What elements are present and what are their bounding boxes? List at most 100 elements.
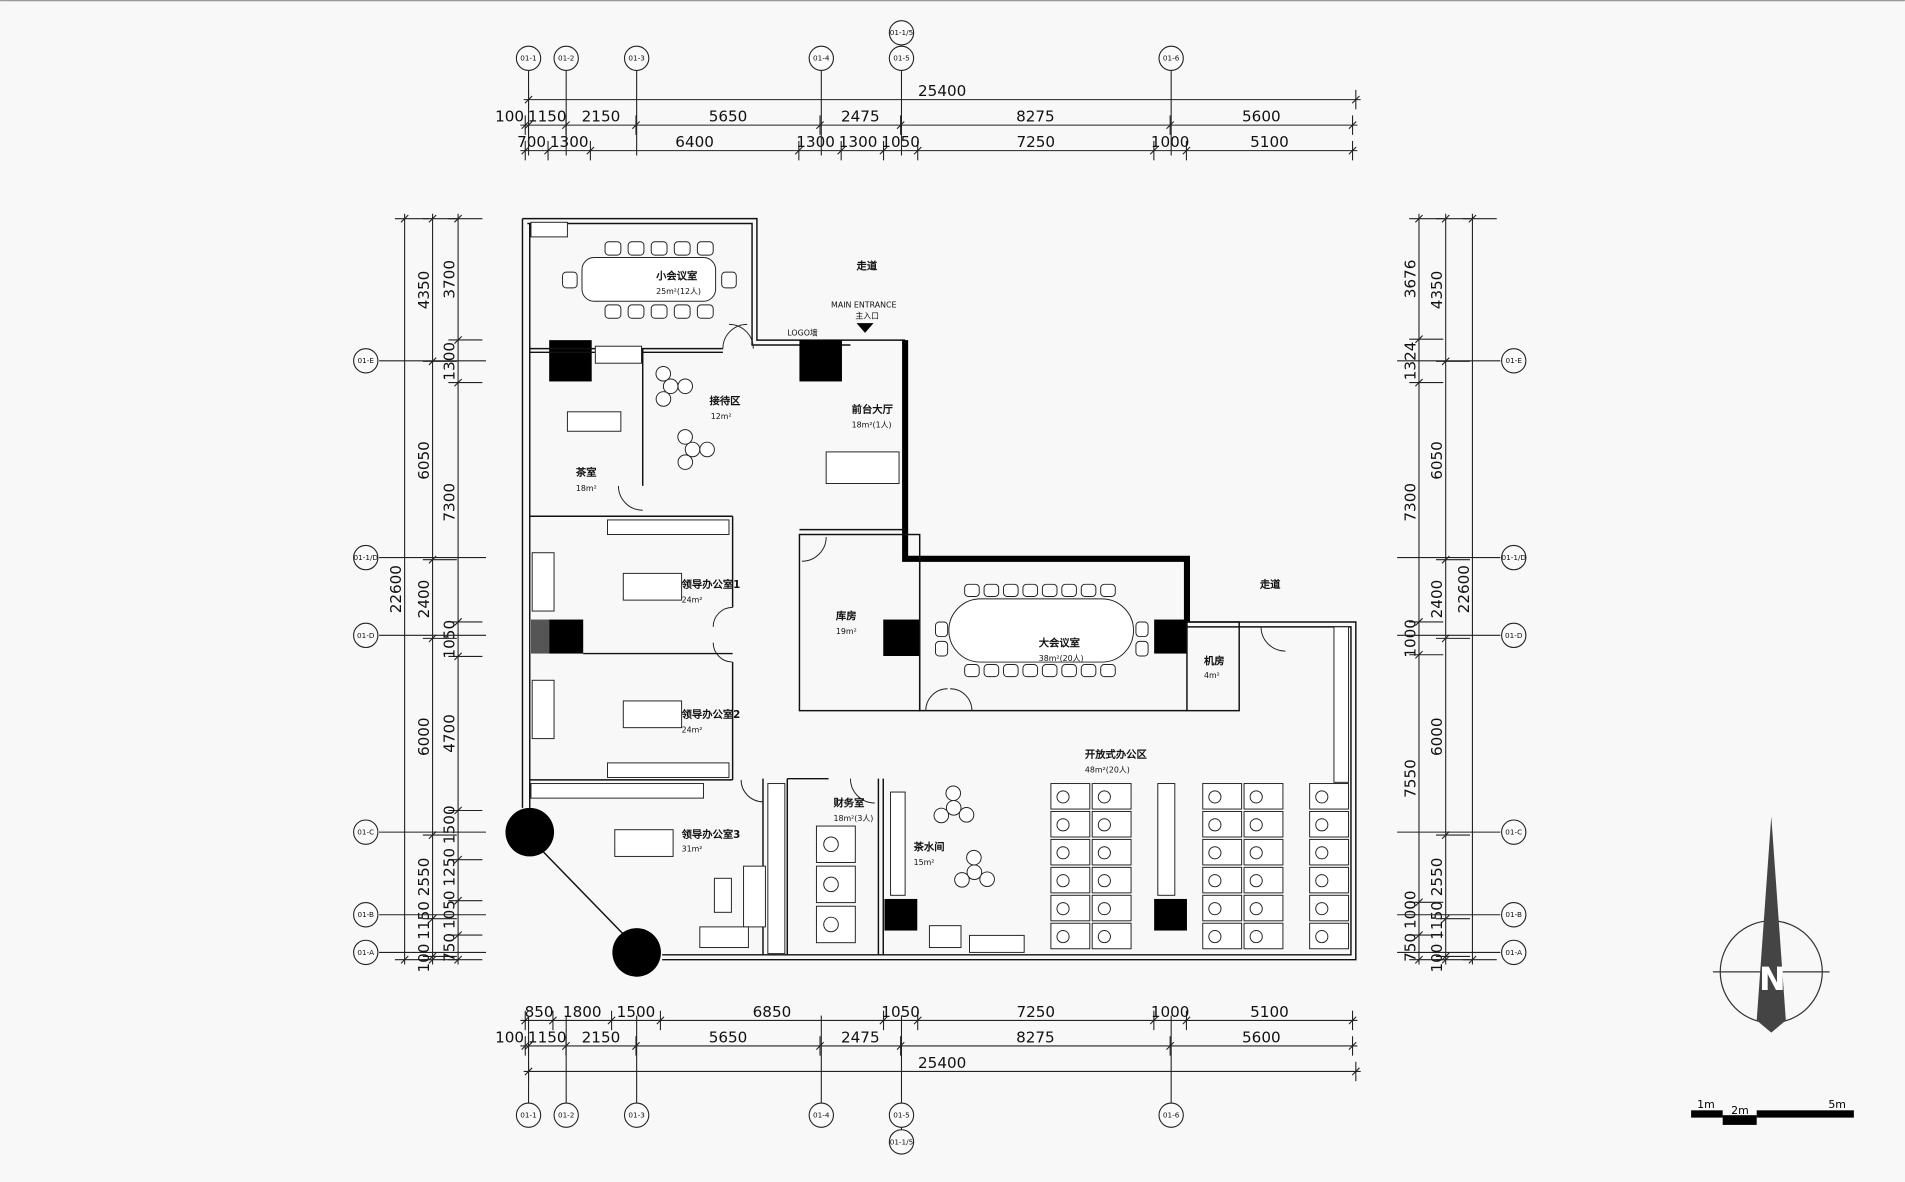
chair-icon xyxy=(935,621,949,638)
chair-icon xyxy=(1100,664,1116,678)
dimension-label: 3676 xyxy=(1401,260,1419,299)
grid-label: 01-D xyxy=(357,631,375,640)
entrance-arrow-icon xyxy=(856,323,874,333)
chair-icon xyxy=(1249,790,1263,804)
room-area: 38m²(20人) xyxy=(1039,654,1084,663)
chair-icon xyxy=(1208,902,1222,916)
chair-icon xyxy=(655,391,672,407)
room-area: 12m² xyxy=(711,412,732,421)
north-arrow-icon: N xyxy=(1712,816,1830,1033)
chair-icon xyxy=(655,365,672,382)
room-server: 机房 xyxy=(1204,654,1225,667)
chair-icon xyxy=(1041,664,1058,678)
dimension-label: 100 xyxy=(415,944,433,973)
dimension-label: 2150 xyxy=(582,1028,621,1046)
dimension-label: 100 xyxy=(495,1028,524,1046)
dimension-label: 22600 xyxy=(1455,565,1473,613)
coffee-table xyxy=(713,877,732,913)
chair-icon xyxy=(1061,583,1077,597)
dimension-label: 6400 xyxy=(675,133,714,151)
dimension-label: 2550 xyxy=(415,858,433,897)
room-area: 19m² xyxy=(836,627,857,636)
scale-label: 1m xyxy=(1697,1098,1715,1111)
dimension-label: 6050 xyxy=(415,441,433,480)
dimension-label: 750 xyxy=(1401,933,1419,962)
grid-bubble xyxy=(623,1102,650,1128)
dimension-label: 7250 xyxy=(1016,1003,1055,1021)
dimension-label: 5650 xyxy=(709,107,748,125)
grid-bubble xyxy=(353,622,379,649)
grid-axes: 01-101-101-201-201-301-301-401-401-501-5… xyxy=(353,20,1527,1155)
chair-icon xyxy=(823,836,839,853)
chair-icon xyxy=(1249,874,1263,888)
chair-icon xyxy=(1249,902,1263,916)
chair-icon xyxy=(1100,583,1116,597)
round-table xyxy=(684,441,701,458)
chair-icon xyxy=(958,807,975,823)
chair-icon xyxy=(1315,902,1329,916)
dimension-label: 7300 xyxy=(440,483,458,522)
grid-bubble xyxy=(1158,45,1184,72)
scale-bar: 1m 2m 5m xyxy=(1691,1098,1854,1125)
grid-bubble xyxy=(1501,544,1527,571)
chair-icon xyxy=(627,304,645,319)
chair-icon xyxy=(1249,846,1263,860)
room-finance: 财务室 xyxy=(832,797,864,810)
chair-icon xyxy=(954,872,970,888)
room-lobby: 前台大厅 xyxy=(852,403,894,416)
dimension-label: 5100 xyxy=(1250,133,1289,151)
chair-icon xyxy=(1056,930,1070,944)
chair-icon xyxy=(935,640,949,657)
workstation-desk xyxy=(1309,866,1350,894)
chair-icon xyxy=(1315,874,1329,888)
grid-label: 01-1 xyxy=(520,54,537,63)
chair-icon xyxy=(1056,846,1070,860)
room-open-office: 开放式办公区 xyxy=(1085,748,1148,761)
interior-walls xyxy=(529,221,1350,955)
grid-bubble xyxy=(553,45,579,72)
dimension-label: 5600 xyxy=(1242,107,1281,125)
chair-icon xyxy=(1208,790,1222,804)
dimension-label: 25400 xyxy=(918,82,966,100)
grid-bubble xyxy=(1501,819,1527,845)
dimension-label: 1500 xyxy=(617,1003,656,1021)
dimension-label: 2150 xyxy=(582,107,621,125)
chair-icon xyxy=(1097,930,1111,944)
dimension-label: 8275 xyxy=(1016,1028,1055,1046)
chair-icon xyxy=(1097,902,1111,916)
leader1-desk xyxy=(622,572,683,601)
grid-bubble xyxy=(553,1102,579,1128)
grid-label: 01-4 xyxy=(813,1111,830,1120)
grid-label: 01-1/D xyxy=(353,553,378,562)
chair-icon xyxy=(673,304,691,319)
dimension-label: 22600 xyxy=(387,565,405,613)
dimension-label: 100 xyxy=(495,107,524,125)
chair-icon xyxy=(1315,818,1329,832)
chair-icon xyxy=(673,241,691,256)
chair-icon xyxy=(1056,902,1070,916)
chair-icon xyxy=(1056,874,1070,888)
grid-label: 01-C xyxy=(357,828,374,837)
room-leader-office-3: 领导办公室3 xyxy=(682,828,741,841)
dimension-label: 1300 xyxy=(839,133,878,151)
dimension-label: 2475 xyxy=(841,107,880,125)
sofa xyxy=(531,552,555,612)
scale-label: 5m xyxy=(1828,1098,1846,1111)
chair-icon xyxy=(604,241,622,256)
dimension-label: 1000 xyxy=(1151,1003,1190,1021)
chair-icon xyxy=(823,916,839,933)
sofa xyxy=(531,679,555,740)
room-small-meeting: 小会议室 xyxy=(656,269,697,282)
dimension-label: 1050 xyxy=(881,133,920,151)
grid-label: 01-6 xyxy=(1163,54,1180,63)
dimension-label: 1250 xyxy=(440,848,458,887)
chair-icon xyxy=(699,441,715,458)
dimension-label: 1500 xyxy=(440,805,458,844)
grid-bubble xyxy=(515,45,542,72)
dimension-label: 1300 xyxy=(550,133,589,151)
dimension-label: 3700 xyxy=(440,260,458,299)
chair-icon xyxy=(964,664,980,678)
dimension-label: 1150 xyxy=(1428,901,1446,940)
chair-icon xyxy=(1097,790,1111,804)
